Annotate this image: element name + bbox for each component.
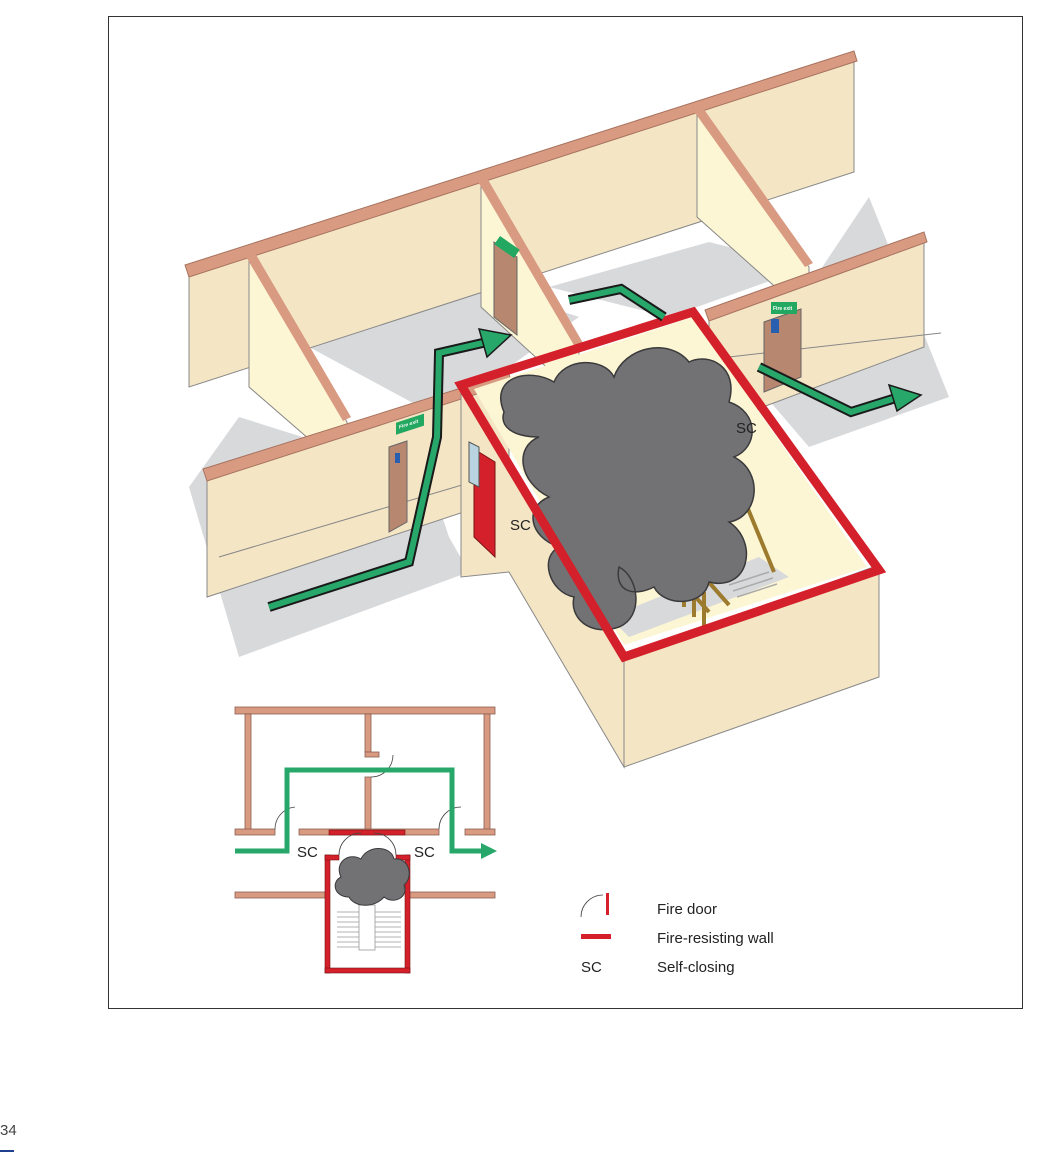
- sc-label-plan-left: SC: [297, 844, 318, 861]
- escape-route-right: [567, 283, 923, 418]
- door-sign-icon: [395, 453, 400, 463]
- corridor-door-left: [388, 440, 408, 533]
- plan-escape-route: [235, 767, 497, 859]
- fire-exit-sign: Fire exit: [396, 413, 424, 435]
- partition-2-top: [477, 178, 583, 347]
- legend: Fire door Fire-resisting wall SC Self-cl…: [580, 893, 774, 976]
- stair-treads: [728, 571, 778, 598]
- plan-view: SC SC: [234, 706, 497, 974]
- legend-sc-symbol: SC: [581, 959, 602, 976]
- front-wall-right-top: [704, 231, 928, 322]
- svg-text:Fire exit: Fire exit: [773, 306, 793, 312]
- legend-fire-wall-symbol: [581, 934, 611, 939]
- room-floor-mid: [549, 242, 809, 317]
- fire-escape-illustration: Fire exit Fire exit: [184, 50, 949, 976]
- door-sign-icon: [771, 319, 779, 333]
- stair-well: [358, 904, 376, 951]
- fire-exit-sign: [494, 236, 520, 258]
- plan-smoke-cloud: [334, 848, 410, 906]
- legend-fire-door-symbol: [580, 893, 609, 918]
- fire-door-left-leaf: [468, 441, 480, 488]
- legend-label-fire-wall: Fire-resisting wall: [657, 930, 774, 947]
- sc-label-plan-right: SC: [414, 844, 435, 861]
- fire-exit-sign: Fire exit: [771, 302, 797, 314]
- legend-label-self-closing: Self-closing: [657, 959, 735, 976]
- back-wall-top: [184, 50, 858, 278]
- page-number: 34: [0, 1122, 17, 1139]
- legend-label-fire-door: Fire door: [657, 901, 717, 918]
- sc-label-main-left: SC: [510, 517, 531, 534]
- isometric-view: Fire exit Fire exit: [184, 50, 949, 769]
- sc-label-main-right: SC: [736, 420, 757, 437]
- partition-3-top: [693, 108, 813, 267]
- escape-route-left: [267, 328, 513, 612]
- diagram-frame: Fire exit Fire exit: [108, 16, 1023, 1009]
- fire-resisting-wall-outline: [454, 306, 887, 663]
- page-rule: [0, 1150, 14, 1152]
- partition-1-top: [245, 253, 351, 421]
